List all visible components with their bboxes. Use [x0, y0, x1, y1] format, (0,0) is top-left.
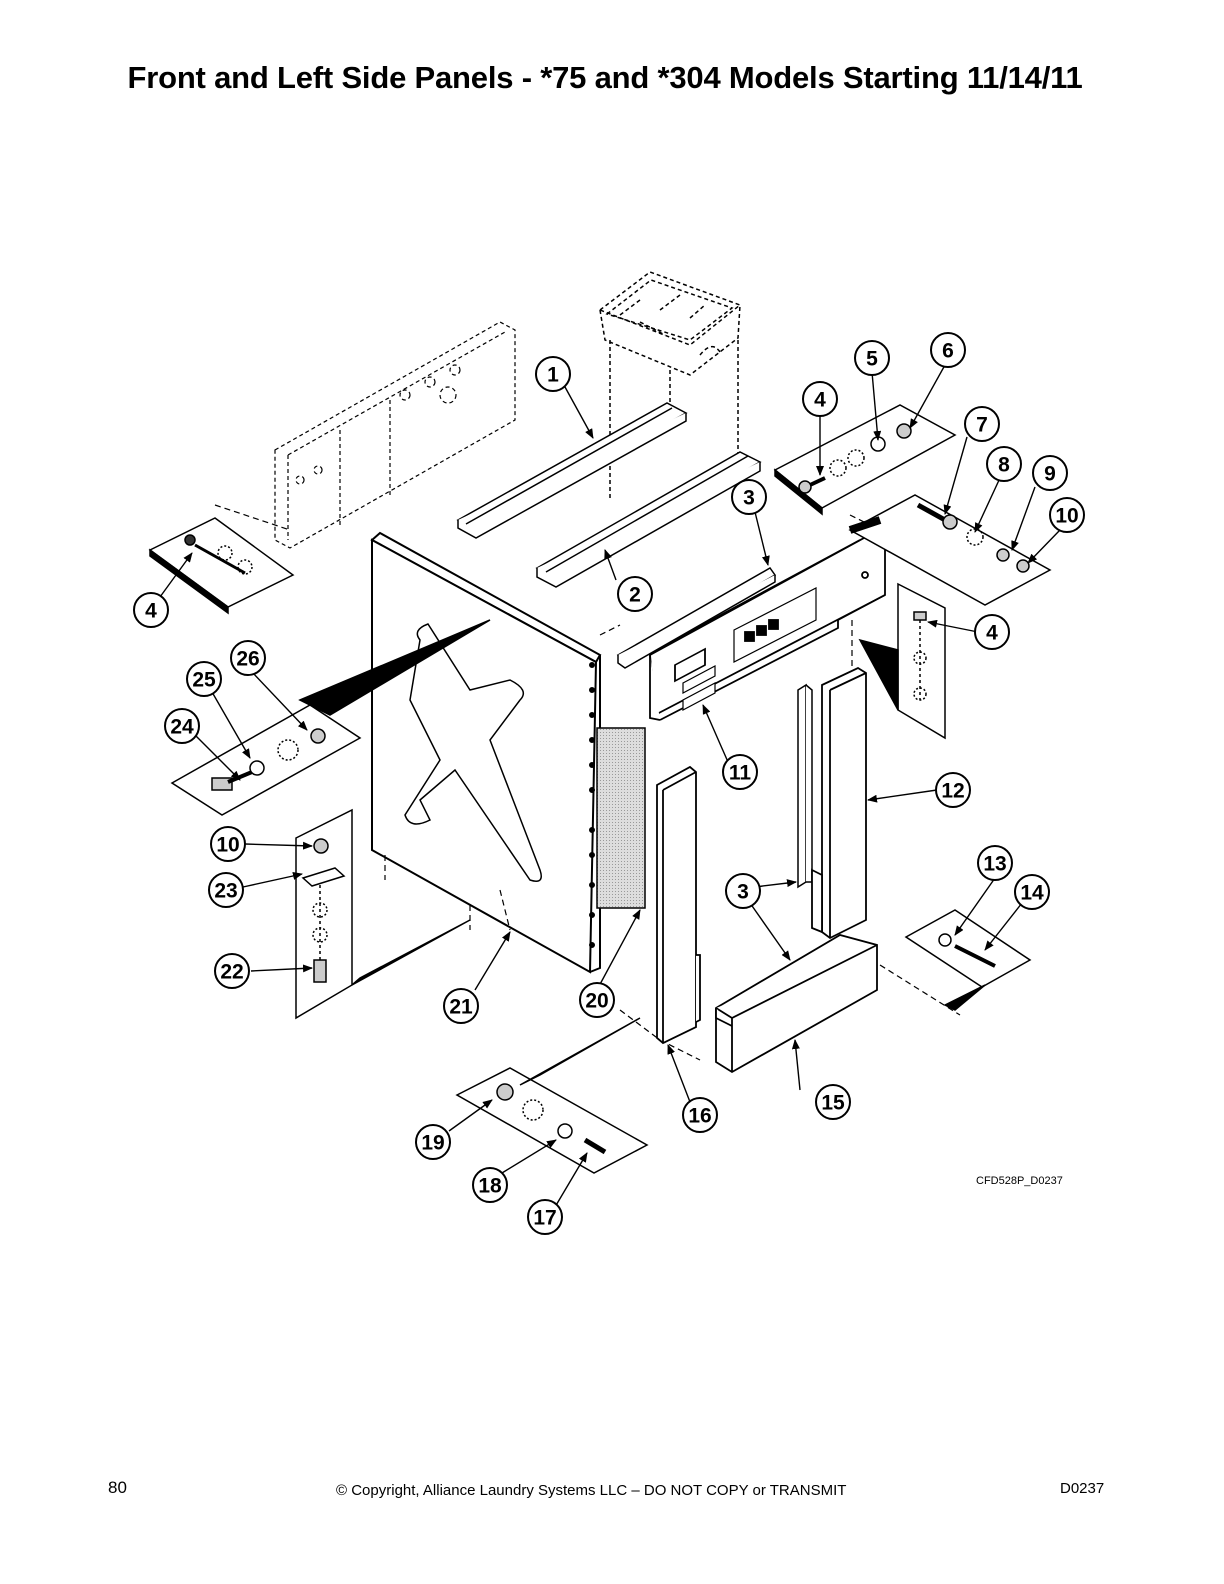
callout-25: 25 [186, 661, 222, 697]
kick-panel [715, 934, 878, 1074]
svg-text:19: 19 [421, 1132, 444, 1155]
callout-12: 12 [935, 772, 971, 808]
svg-text:15: 15 [821, 1092, 845, 1115]
callout-11: 11 [722, 754, 758, 790]
callout-16: 16 [682, 1097, 718, 1133]
callout-10-left: 10 [210, 826, 246, 862]
callout-6: 6 [930, 332, 966, 368]
callout-8: 8 [986, 446, 1022, 482]
rail-1 [456, 402, 688, 539]
svg-text:11: 11 [729, 762, 752, 785]
svg-text:3: 3 [743, 487, 755, 510]
svg-text:17: 17 [533, 1207, 556, 1230]
svg-text:13: 13 [983, 853, 1006, 876]
callout-15: 15 [815, 1084, 851, 1120]
drawing-code: CFD528P_D0237 [976, 1175, 1063, 1187]
front-control-panel [649, 530, 886, 721]
callout-17: 17 [527, 1199, 563, 1235]
svg-text:1: 1 [547, 364, 559, 387]
svg-text:6: 6 [942, 340, 954, 363]
right-side-panel [811, 666, 867, 940]
right-vertical-trim [797, 683, 813, 889]
document-code: D0237 [1060, 1480, 1105, 1497]
hardware-card-bottom-left [455, 1017, 649, 1174]
svg-text:4: 4 [986, 622, 998, 645]
svg-text:24: 24 [170, 716, 194, 739]
svg-text:20: 20 [585, 990, 608, 1013]
svg-text:25: 25 [192, 669, 216, 692]
hardware-card-right-vertical [858, 582, 946, 740]
svg-text:21: 21 [449, 996, 473, 1019]
callout-13: 13 [977, 845, 1013, 881]
insulation-pad [596, 727, 646, 909]
callout-10-right: 10 [1049, 497, 1085, 533]
svg-text:5: 5 [866, 348, 878, 371]
front-left-vertical-panel [656, 765, 701, 1045]
svg-text:26: 26 [236, 648, 259, 671]
leader-lines [159, 364, 1061, 1208]
svg-text:10: 10 [1055, 505, 1078, 528]
page-title: Front and Left Side Panels - *75 and *30… [127, 60, 1083, 95]
callout-20: 20 [579, 982, 615, 1018]
svg-text:4: 4 [814, 389, 826, 412]
callout-4-left: 4 [133, 592, 169, 628]
svg-text:16: 16 [688, 1105, 711, 1128]
callout-2: 2 [617, 576, 653, 612]
hardware-card-bottom-right [904, 909, 1032, 1011]
svg-text:14: 14 [1020, 882, 1044, 905]
callout-7: 7 [964, 406, 1000, 442]
control-tray-outline [598, 271, 742, 500]
svg-text:8: 8 [998, 454, 1010, 477]
callout-3-upper: 3 [731, 479, 767, 515]
callout-4-upper: 4 [802, 381, 838, 417]
callout-21: 21 [443, 988, 479, 1024]
callout-3-lower: 3 [725, 873, 761, 909]
rear-panel-outline [274, 321, 516, 549]
hardware-card-upper-right [773, 404, 957, 516]
svg-text:10: 10 [216, 834, 239, 857]
svg-text:18: 18 [478, 1175, 502, 1198]
callout-26: 26 [230, 640, 266, 676]
page-number: 80 [108, 1478, 127, 1497]
callout-18: 18 [472, 1167, 508, 1203]
callout-22: 22 [214, 953, 250, 989]
svg-text:9: 9 [1044, 463, 1056, 486]
copyright-notice: © Copyright, Alliance Laundry Systems LL… [336, 1482, 847, 1499]
callout-5: 5 [854, 340, 890, 376]
svg-text:3: 3 [737, 881, 749, 904]
callout-23: 23 [208, 872, 244, 908]
svg-text:2: 2 [629, 584, 641, 607]
hardware-card-left-mid [170, 619, 491, 816]
svg-text:4: 4 [145, 600, 157, 623]
rail-2 [535, 451, 762, 588]
hardware-card-right-mid [848, 494, 1052, 606]
svg-text:23: 23 [214, 880, 237, 903]
svg-text:12: 12 [941, 780, 964, 803]
alignment-lines [214, 504, 961, 1061]
svg-text:7: 7 [976, 414, 988, 437]
callout-24: 24 [164, 708, 200, 744]
trim-strip-upper [616, 567, 777, 669]
callout-9: 9 [1032, 455, 1068, 491]
left-side-panel [370, 531, 602, 974]
callout-4-right: 4 [974, 614, 1010, 650]
svg-text:22: 22 [220, 961, 243, 984]
hardware-card-upper-left [148, 517, 295, 615]
callout-19: 19 [415, 1124, 451, 1160]
callout-1: 1 [535, 356, 571, 392]
callout-14: 14 [1014, 874, 1050, 910]
